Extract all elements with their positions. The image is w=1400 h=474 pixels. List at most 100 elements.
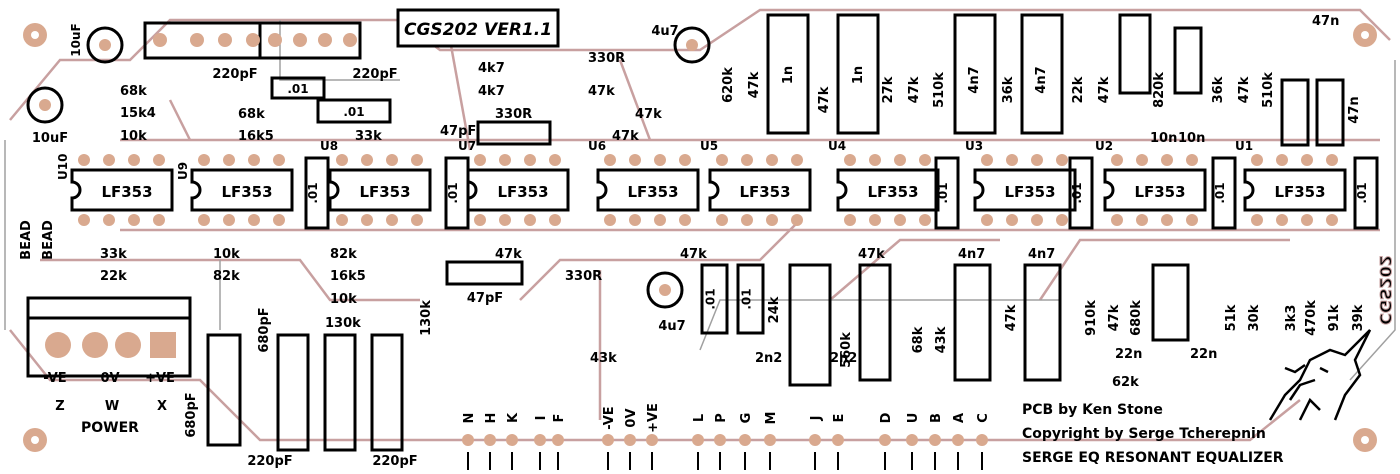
ic-ref-label: U8	[320, 139, 338, 153]
label-01: .01	[740, 288, 754, 309]
label-r47k_m: 47k	[1107, 304, 1122, 331]
label-r680k: 680k	[1129, 300, 1144, 336]
svg-text:10uF: 10uF	[69, 23, 83, 56]
label-47k: 47k	[680, 247, 707, 262]
component-outline	[858, 263, 892, 382]
label-r30k: 30k	[1247, 304, 1262, 331]
ic-part-label: LF353	[101, 183, 152, 201]
edge-pin: +VE	[646, 403, 661, 470]
edge-pin: K	[506, 412, 521, 470]
component-outline	[1280, 78, 1310, 147]
edge-pin-label: F	[552, 414, 567, 423]
label-r47k_f: 47k	[907, 76, 922, 103]
ic-u10: LF353 U10	[56, 154, 174, 226]
ic-ref-label: U9	[176, 162, 190, 180]
label-r36k_b: 36k	[1211, 76, 1226, 103]
label-220pf: 220pF	[212, 67, 257, 82]
ic-part-label: LF353	[627, 183, 678, 201]
label-47pf: 47pF	[440, 124, 476, 139]
label-4n7: 4n7	[958, 247, 985, 262]
ic-ref-label: U4	[828, 139, 846, 153]
label-c1n_a: 1n	[781, 66, 796, 84]
title-box	[396, 8, 560, 48]
label-22n: 22n	[1190, 347, 1217, 362]
label-47pf: 47pF	[467, 291, 503, 306]
component-outline	[276, 333, 310, 452]
edge-pin-label: U	[906, 413, 921, 424]
label-r27k: 27k	[881, 76, 896, 103]
mirror-text: CGS202	[1376, 255, 1395, 325]
edge-pin: M	[764, 412, 779, 470]
ic-ref-label: U5	[700, 139, 718, 153]
component-outline	[1173, 26, 1203, 95]
edge-pin-label: N	[462, 413, 477, 424]
mounting-holes	[23, 23, 1377, 452]
ic-part-label: LF353	[359, 183, 410, 201]
label-62k: 62k	[1112, 375, 1139, 390]
electrolytic-cap-10uf: 10uF	[69, 23, 124, 64]
component-outline	[206, 333, 242, 447]
power-pin-label: -VE	[43, 371, 66, 386]
label-47k: 47k	[588, 84, 615, 99]
label-r910k: 910k	[1084, 300, 1099, 336]
edge-pin: L	[692, 414, 707, 470]
label-r68k_c: 68k	[911, 326, 926, 353]
label-c4n7_b: 4n7	[1034, 66, 1049, 93]
label-bead_b: BEAD	[41, 220, 56, 260]
ic-part-label: LF353	[867, 183, 918, 201]
label-c1n_b: 1n	[851, 66, 866, 84]
svg-text:4u7: 4u7	[651, 24, 678, 39]
component-outline	[953, 263, 992, 382]
component-outline	[700, 263, 729, 335]
ic-part-label: LF353	[221, 183, 272, 201]
ic-ref-label: U1	[1235, 139, 1253, 153]
label-68k: 68k	[238, 107, 265, 122]
label-43k: 43k	[590, 351, 617, 366]
label-10n: 10n	[1150, 131, 1177, 146]
label-330r: 330R	[588, 51, 625, 66]
ic-u1: LF353 U1	[1235, 139, 1347, 226]
cap-220pf-outline	[258, 21, 362, 60]
electrolytic-cap-4u7: 4u7	[651, 24, 711, 64]
label-01: .01	[936, 182, 950, 203]
label-r820k: 820k	[1152, 72, 1167, 108]
label-22k: 22k	[100, 269, 127, 284]
label-01: .01	[1213, 182, 1227, 203]
component-outline	[1151, 263, 1190, 342]
component-outline	[1315, 78, 1345, 147]
label-16k5: 16k5	[238, 129, 274, 144]
ic-u6: LF353 U6	[588, 139, 700, 226]
edge-pin: B	[929, 413, 944, 470]
header-pads	[153, 33, 357, 47]
label-r36k_a: 36k	[1001, 76, 1016, 103]
label-10k: 10k	[213, 247, 240, 262]
ic-ref-label: U6	[588, 139, 606, 153]
component-outline	[788, 263, 832, 387]
label-r560k: 560k	[839, 332, 854, 368]
edge-pin: H	[484, 413, 499, 470]
component-outline	[370, 333, 404, 452]
resistor-330r-outline	[476, 120, 552, 146]
cap-01-outline	[270, 76, 326, 100]
label-47k: 47k	[635, 107, 662, 122]
label-r470k: 470k	[1304, 300, 1319, 336]
ic-part-label: LF353	[1274, 183, 1325, 201]
label-01: .01	[343, 105, 364, 119]
label-4k7: 4k7	[478, 84, 505, 99]
label-22n: 22n	[1115, 347, 1142, 362]
edge-pin: J	[809, 416, 824, 470]
ic-ref-label: U2	[1095, 139, 1113, 153]
label-c680pf_a: 680pF	[257, 307, 272, 352]
board-name: SERGE EQ RESONANT EQUALIZER	[1022, 450, 1284, 466]
edge-pin: -VE	[602, 406, 617, 470]
board-outline-traces	[4, 20, 1396, 381]
label-r47k_g: 47k	[1097, 76, 1112, 103]
ic-ref-label: U10	[56, 154, 70, 180]
label-01: .01	[1355, 182, 1369, 203]
component-outline	[766, 13, 810, 135]
